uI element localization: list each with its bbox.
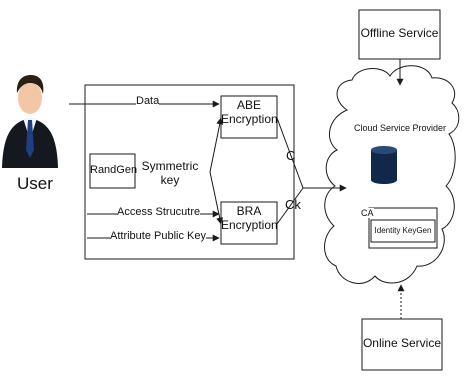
abe-label-line1: ABE <box>236 98 261 112</box>
user-label: User <box>17 174 53 193</box>
user-avatar-icon <box>2 75 58 168</box>
access-structure-label: Access Strucutre <box>117 206 201 219</box>
identity-keygen-box <box>370 219 436 243</box>
randgen-box <box>89 153 136 189</box>
abe-encryption-label: ABE Encryption <box>221 98 278 127</box>
c-label: C <box>286 148 296 163</box>
randgen-label: RandGen <box>90 164 138 176</box>
bra-label-line1: BRA <box>236 204 262 218</box>
ca-label: CA <box>361 208 374 219</box>
bra-output-line <box>276 187 304 225</box>
bra-label-line2: Encryption <box>221 217 278 232</box>
bra-encryption-box <box>220 201 278 245</box>
ck-label: Ck <box>285 197 301 212</box>
encryption-module-panel <box>84 84 295 260</box>
data-edge-label: Data <box>136 95 160 108</box>
offline-service-label: Offline Service <box>360 26 439 40</box>
symmetric-key-to-abe-arrow <box>209 117 224 173</box>
bra-encryption-label: BRA Encryption <box>221 204 278 233</box>
abe-label-line2: Encryption <box>221 111 278 126</box>
symmetric-key-label: Symmetric key <box>139 159 201 188</box>
abe-output-line <box>276 117 304 189</box>
attribute-public-key-label: Attribute Public Key <box>110 230 206 243</box>
online-service-box <box>361 318 443 371</box>
abe-encryption-box <box>220 95 278 139</box>
symmetric-key-to-bra-arrow <box>209 171 224 225</box>
online-service-label: Online Service <box>362 336 442 350</box>
symmetric-label-line1: Symmetric <box>141 159 199 173</box>
cloud-service-provider-label: Cloud Service Provider <box>354 123 447 133</box>
database-icon <box>371 146 397 184</box>
symmetric-label-line2: key <box>160 172 180 187</box>
identity-keygen-label: Identity KeyGen <box>374 226 432 235</box>
offline-service-box <box>358 9 441 60</box>
